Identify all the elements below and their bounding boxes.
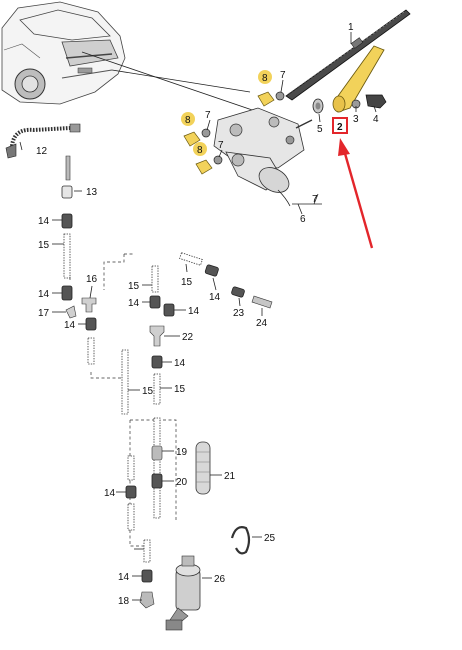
callout-7d[interactable]: 7 [312,194,318,205]
callout-24[interactable]: 24 [256,318,268,329]
hose-15b[interactable] [151,265,159,293]
callout-26[interactable]: 26 [214,574,226,585]
callout-1[interactable]: 1 [348,22,354,33]
hose-15-long[interactable] [121,349,129,415]
cap-4[interactable] [365,94,387,109]
cable-tie-25[interactable] [230,526,251,555]
connector-14i[interactable] [141,569,153,583]
callout-14b[interactable]: 14 [38,289,50,300]
callout-3[interactable]: 3 [353,114,359,125]
callout-15c[interactable]: 15 [142,386,154,397]
connector-19[interactable] [151,445,163,461]
callout-14a[interactable]: 14 [38,216,50,227]
hose-left-14h[interactable] [125,455,137,531]
callout-14c[interactable]: 14 [64,320,76,331]
callout-6[interactable]: 6 [300,214,306,225]
callout-21[interactable]: 21 [224,471,236,482]
callout-5[interactable]: 5 [317,124,323,135]
callout-16[interactable]: 16 [86,274,98,285]
callout-14i[interactable]: 14 [118,572,130,583]
callout-15d[interactable]: 15 [174,384,186,395]
nut-5[interactable] [312,98,324,114]
grommets-7[interactable] [201,91,285,165]
hose-12[interactable] [5,123,81,159]
callout-15e[interactable]: 15 [181,277,193,288]
connector-14c[interactable] [85,317,97,331]
wiper-arm[interactable] [332,45,385,113]
callout-19[interactable]: 19 [176,447,188,458]
connector-14g[interactable] [204,264,219,277]
nozzle-13[interactable] [61,155,73,199]
callout-17[interactable]: 17 [38,308,50,319]
callout-14f[interactable]: 14 [174,358,186,369]
connector-23[interactable] [231,286,245,298]
callout-7b[interactable]: 7 [205,110,211,121]
selection-arrow [338,138,374,249]
protective-sleeve-21[interactable] [195,441,211,495]
connector-14b[interactable] [61,285,73,301]
wiper-blade[interactable] [285,9,411,101]
hose-15d[interactable] [153,417,161,519]
t-piece-16[interactable] [81,297,97,313]
nozzle-24[interactable] [251,295,273,309]
callout-7a[interactable]: 7 [280,70,286,81]
callout-15a[interactable]: 15 [38,240,50,251]
callout-25[interactable]: 25 [264,533,276,544]
callout-14h[interactable]: 14 [104,488,116,499]
callout-20[interactable]: 20 [176,477,188,488]
harness-6 [277,189,322,215]
callout-4[interactable]: 4 [373,114,379,125]
connector-14d[interactable] [149,295,161,309]
routing-lines [69,253,177,547]
callout-8b[interactable]: 8 [185,115,191,126]
washer-pump-26[interactable] [165,555,201,631]
elbow-17[interactable] [65,305,77,319]
y-piece-22[interactable] [149,325,165,347]
connector-14a[interactable] [61,213,73,229]
highlight-markers [181,70,272,156]
callout-labels: 1 2 3 4 5 6 7 7 7 7 8 8 8 12 13 14 15 14… [36,22,379,607]
hose-15e[interactable] [179,252,203,266]
selected-part-box [332,117,348,134]
callout-15b[interactable]: 15 [128,281,140,292]
callout-13[interactable]: 13 [86,187,98,198]
callout-18[interactable]: 18 [118,596,130,607]
callout-leaders [19,32,377,601]
callout-14d[interactable]: 14 [128,298,140,309]
connector-14f[interactable] [151,355,163,369]
car-leader-lines [81,51,259,113]
callout-12[interactable]: 12 [36,146,48,157]
connector-20[interactable] [151,473,163,489]
hose-15c[interactable] [153,373,161,405]
callout-8c[interactable]: 8 [197,145,203,156]
bolts-8[interactable] [183,91,275,175]
hose-lower-left[interactable] [87,337,95,365]
callout-23[interactable]: 23 [233,308,245,319]
callout-8a[interactable]: 8 [262,73,268,84]
hose-15a[interactable] [63,233,71,279]
connector-18[interactable] [139,591,155,609]
callout-14e[interactable]: 14 [188,306,200,317]
callout-22[interactable]: 22 [182,332,194,343]
wiper-motor[interactable] [213,107,313,198]
callout-14g[interactable]: 14 [209,292,221,303]
hose-15f[interactable] [143,539,151,563]
connector-14e[interactable] [163,303,175,317]
vehicle-illustration [1,1,126,105]
callout-7c[interactable]: 7 [218,140,224,151]
callout-2[interactable]: 2 [337,122,343,133]
